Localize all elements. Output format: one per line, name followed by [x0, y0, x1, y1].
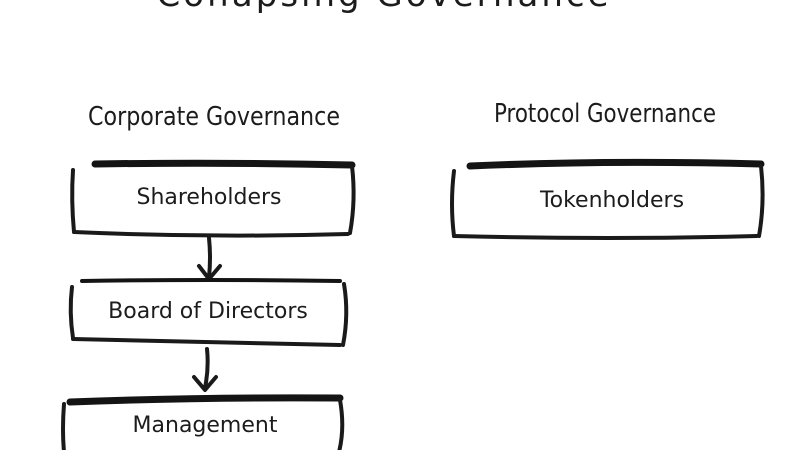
shareholders-box-bottom-edge [72, 230, 350, 238]
arrow-shareholders-to-board [197, 236, 222, 281]
management-box: Management [61, 394, 345, 450]
shareholders-box: Shareholders [70, 159, 356, 238]
shareholders-box-left-edge [70, 168, 76, 234]
tokenholders-box: Tokenholders [450, 158, 765, 240]
management-label: Management [133, 413, 278, 438]
shareholders-label: Shareholders [136, 185, 281, 210]
tokenholders-box-bottom-edge [452, 234, 759, 240]
arrow-2-shaft [203, 347, 210, 390]
management-box-top-edge [66, 394, 344, 406]
board-box-top-edge [80, 278, 342, 283]
arrow-1-shaft [207, 236, 212, 279]
shareholders-box-right-edge [348, 164, 356, 235]
management-box-left-edge [61, 402, 66, 450]
management-box-right-edge [337, 398, 345, 450]
corporate-governance-heading: Corporate Governance [88, 102, 340, 132]
board-of-directors-box: Board of Directors [68, 278, 349, 347]
board-box-right-edge [341, 282, 349, 347]
board-of-directors-label: Board of Directors [108, 299, 308, 324]
diagram-title: Collapsing Governance [156, 0, 611, 15]
protocol-governance-heading: Protocol Governance [494, 99, 716, 129]
shareholders-box-top-edge [91, 159, 356, 169]
tokenholders-label: Tokenholders [539, 188, 684, 213]
tokenholders-box-right-edge [757, 164, 765, 238]
arrow-board-to-management [192, 347, 218, 392]
tokenholders-box-left-edge [450, 169, 456, 238]
board-box-bottom-edge [71, 337, 342, 347]
board-box-left-edge [68, 285, 75, 340]
arrow-2-head [192, 375, 218, 392]
tokenholders-box-top-edge [466, 158, 765, 170]
